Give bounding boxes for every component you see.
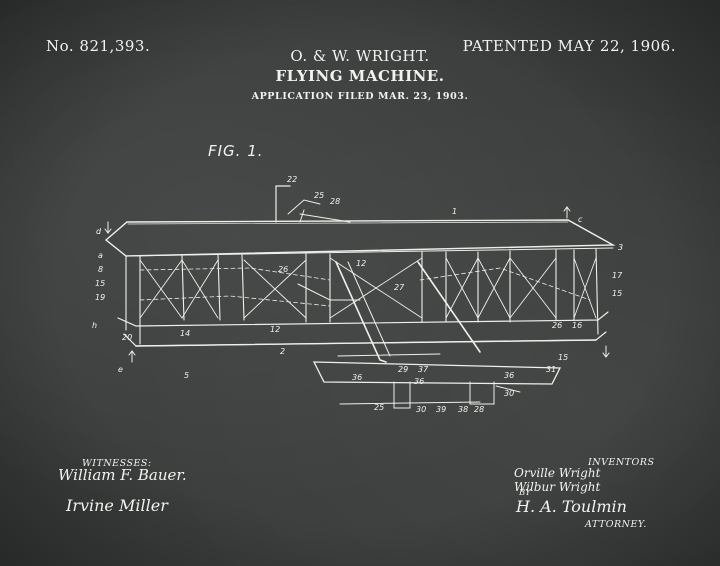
inventor-signature-1: Orville Wright [514, 466, 601, 480]
ref-28b: 28 [474, 405, 484, 414]
ref-28: 28 [330, 197, 340, 206]
ref-12: 12 [270, 325, 280, 334]
ref-15b: 15 [612, 289, 622, 298]
attorney-signature: H. A. Toulmin [516, 497, 627, 516]
ref-20: 20 [122, 333, 132, 342]
inventors-label: INVENTORS [588, 457, 655, 468]
application-filed: APPLICATION FILED MAR. 23, 1903. [251, 91, 469, 102]
ref-38: 38 [458, 405, 468, 414]
ref-1: 1 [452, 207, 457, 216]
ref-12b: 12 [356, 259, 366, 268]
attorney-label: ATTORNEY. [585, 519, 647, 530]
ref-3: 3 [618, 243, 623, 252]
patent-inventors-heading: O. & W. WRIGHT. [290, 47, 430, 65]
witness-signature-2: Irvine Miller [66, 496, 168, 515]
ref-14: 14 [180, 329, 190, 338]
ref-a: a [98, 251, 103, 260]
ref-25b: 25 [374, 403, 384, 412]
ref-8: 8 [98, 265, 103, 274]
witness-signature-1: William F. Bauer. [58, 466, 187, 484]
ref-30: 30 [504, 389, 514, 398]
ref-30b: 30 [416, 405, 426, 414]
witnesses-label: WITNESSES: [82, 458, 152, 469]
ref-d: d [96, 227, 102, 236]
ref-29: 29 [398, 365, 408, 374]
ref-15c: 15 [558, 353, 568, 362]
ref-2: 2 [280, 347, 285, 356]
ref-e: e [118, 365, 123, 374]
by-label: BY [519, 488, 531, 498]
ref-27: 27 [394, 283, 405, 292]
ref-25: 25 [314, 191, 324, 200]
patent-title: FLYING MACHINE. [275, 67, 445, 85]
ref-36c: 36 [504, 371, 514, 380]
ref-36b: 36 [414, 377, 424, 386]
ref-37: 37 [418, 365, 429, 374]
ref-5: 5 [184, 371, 189, 380]
ref-19: 19 [95, 293, 105, 302]
ref-16: 16 [572, 321, 582, 330]
figure-label: FIG. 1. [208, 142, 264, 160]
ref-31: 31 [546, 365, 556, 374]
ref-26: 26 [278, 265, 288, 274]
ref-17: 17 [612, 271, 623, 280]
ref-39: 39 [436, 405, 446, 414]
ref-22: 22 [287, 175, 297, 184]
patent-date: PATENTED MAY 22, 1906. [462, 37, 676, 55]
patent-number: No. 821,393. [46, 37, 151, 55]
ref-c: c [578, 215, 583, 224]
inventor-signature-2: Wilbur Wright [514, 480, 601, 494]
ref-15: 15 [95, 279, 105, 288]
ref-36: 36 [352, 373, 362, 382]
ref-26b: 26 [552, 321, 562, 330]
ref-h: h [92, 321, 97, 330]
